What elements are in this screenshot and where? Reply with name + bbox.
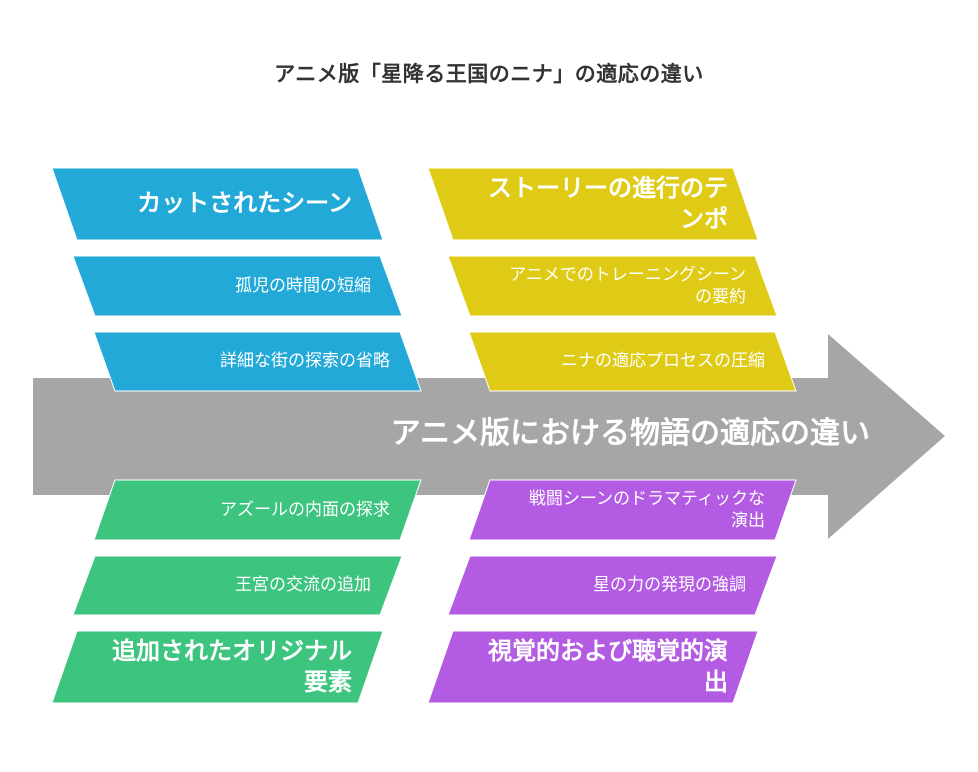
label-line: アズールの内面の探求 [220, 499, 390, 520]
page-title: アニメ版「星降る王国のニナ」の適応の違い [274, 62, 704, 86]
category-label-cut-scenes: カットされたシーン [62, 168, 352, 240]
label-line: 出 [704, 668, 728, 696]
item-label-original-elements-1: アズールの内面の探求 [105, 480, 390, 540]
item-box-audiovisual-2 [447, 555, 778, 616]
category-box-story-tempo [427, 167, 759, 241]
label-line: ンポ [680, 205, 728, 233]
category-label-audiovisual: 視覚的および聴覚的演 出 [438, 631, 728, 703]
item-box-original-elements-2 [72, 555, 403, 616]
category-label-original-elements: 追加されたオリジナル 要素 [62, 631, 352, 703]
label-line: 演出 [731, 511, 765, 531]
item-box-cut-scenes-2 [93, 331, 422, 392]
label-line: 星の力の発現の強調 [593, 575, 746, 596]
item-label-original-elements-2: 王宮の交流の追加 [85, 556, 371, 615]
label-line: 王宮の交流の追加 [235, 575, 371, 596]
label-line: の要約 [695, 287, 746, 307]
label-line: 要素 [304, 668, 352, 696]
label-line: 戦闘シーンのドラマティックな [528, 488, 765, 509]
spine-label: アニメ版における物語の適応の違い [390, 416, 870, 451]
item-label-cut-scenes-2: 詳細な街の探索の省略 [105, 332, 390, 391]
label-line: ストーリーの進行のテ [488, 173, 728, 202]
label-line: 視覚的および聴覚的演 [488, 636, 728, 665]
item-box-story-tempo-1 [447, 255, 778, 317]
item-box-original-elements-1 [93, 479, 422, 541]
label-line: ニナの適応プロセスの圧縮 [561, 351, 765, 372]
label-line: カットされたシーン [137, 189, 352, 218]
item-label-story-tempo-1: アニメでのトレーニングシーン の要約 [460, 256, 746, 316]
item-label-audiovisual-2: 星の力の発現の強調 [460, 556, 746, 615]
category-box-original-elements [51, 630, 384, 704]
item-label-cut-scenes-1: 孤児の時間の短縮 [85, 256, 371, 316]
category-box-cut-scenes [51, 167, 384, 241]
label-line: アニメでのトレーニングシーン [509, 264, 746, 285]
category-label-story-tempo: ストーリーの進行のテ ンポ [438, 168, 728, 240]
item-box-cut-scenes-1 [72, 255, 403, 317]
label-line: 追加されたオリジナル [112, 636, 352, 665]
item-label-story-tempo-2: ニナの適応プロセスの圧縮 [480, 332, 765, 391]
item-box-audiovisual-1 [468, 479, 797, 541]
item-box-story-tempo-2 [468, 331, 797, 392]
item-label-audiovisual-1: 戦闘シーンのドラマティックな 演出 [480, 480, 765, 540]
label-line: 孤児の時間の短縮 [235, 275, 371, 296]
category-box-audiovisual [427, 630, 759, 704]
label-line: 詳細な街の探索の省略 [220, 351, 390, 372]
